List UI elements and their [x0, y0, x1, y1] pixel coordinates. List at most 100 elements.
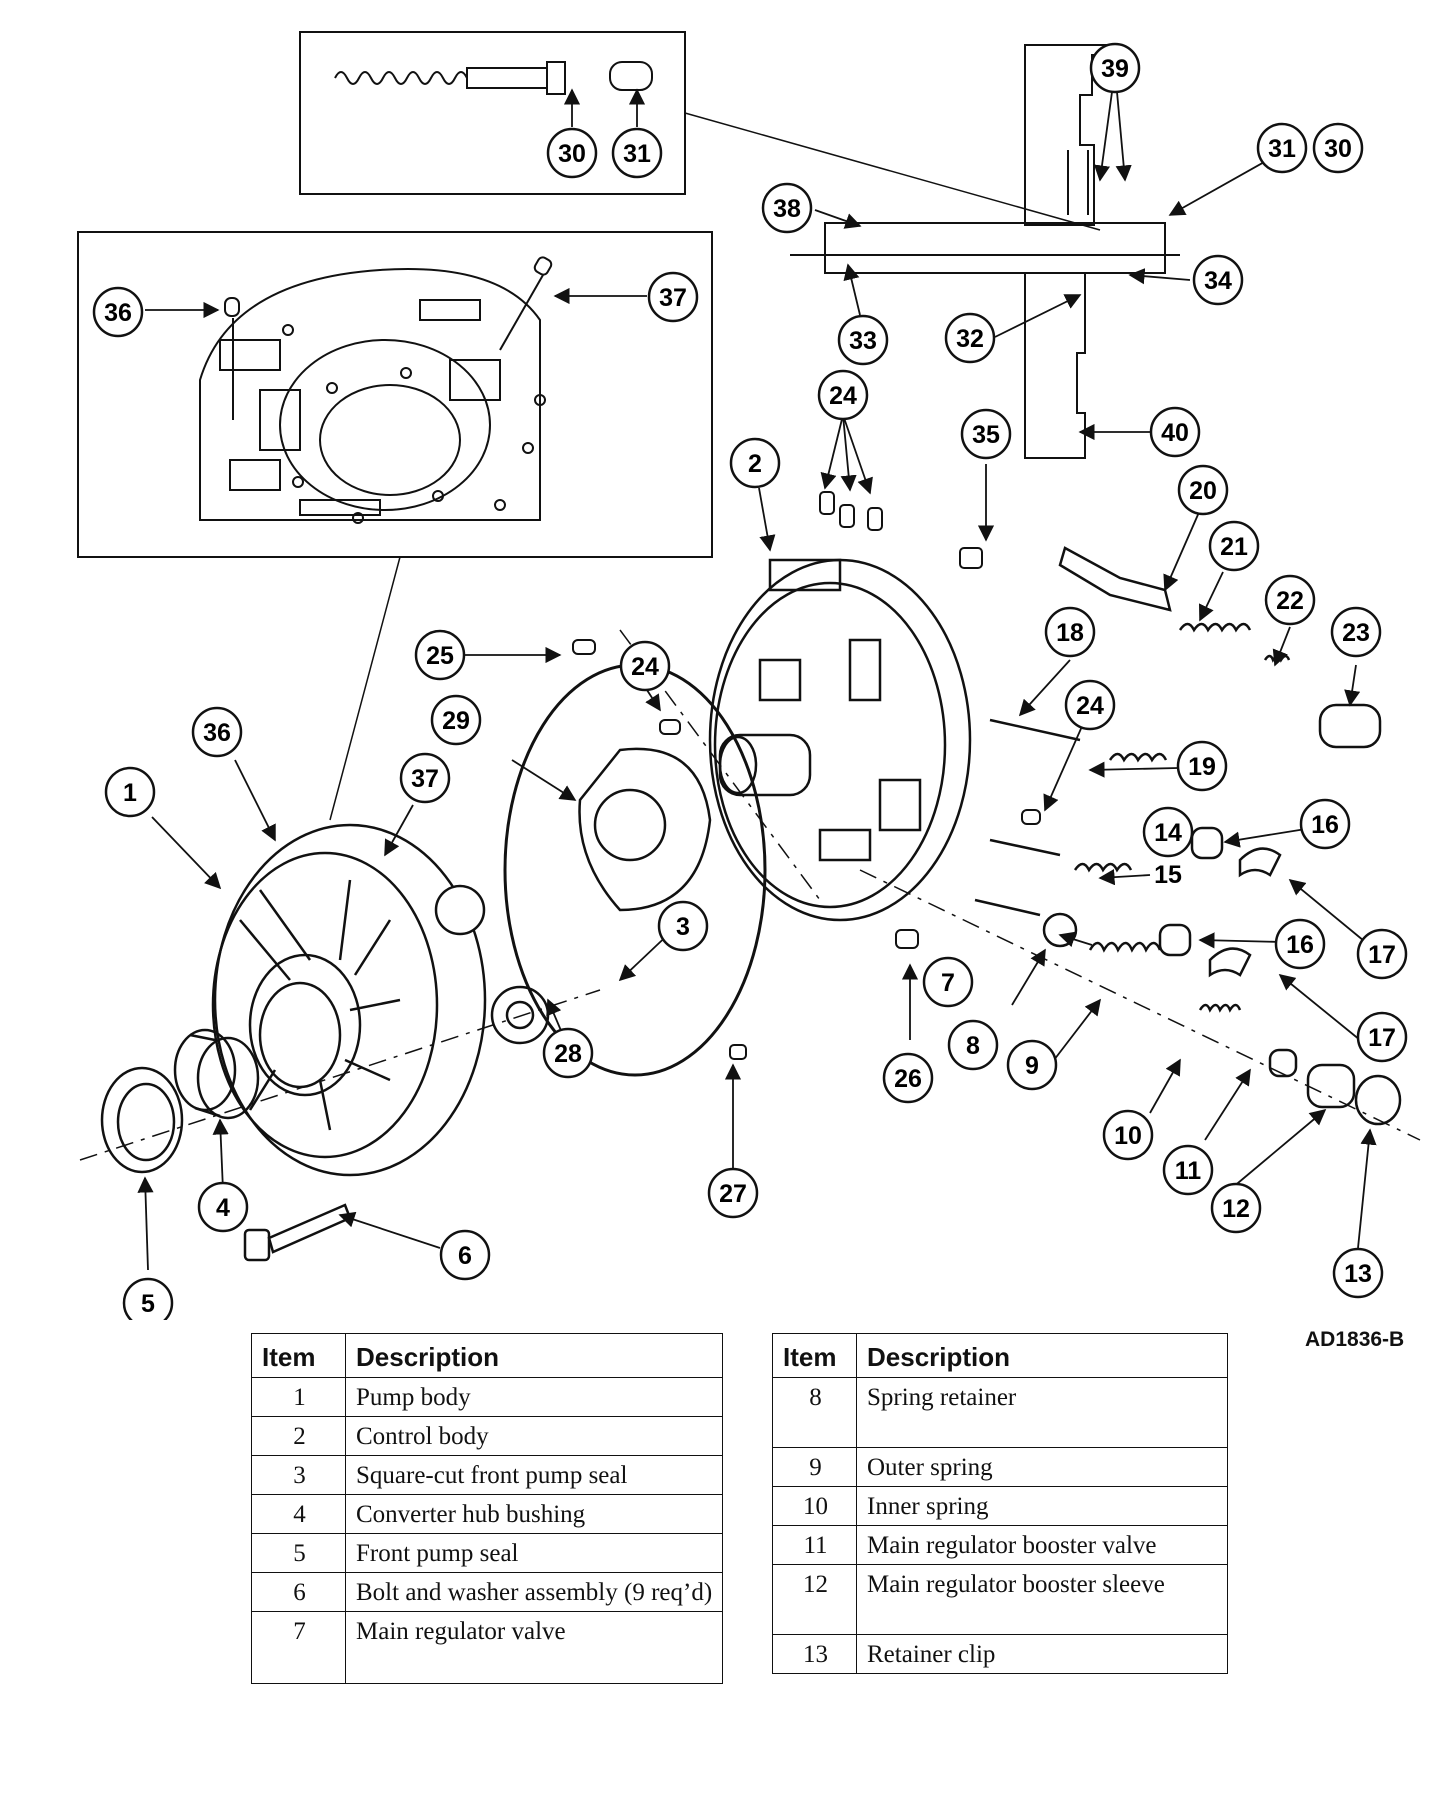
table-header-row: Item Description — [251, 1333, 723, 1378]
callout-39: 39 — [1101, 55, 1129, 83]
callout-6: 6 — [458, 1242, 472, 1270]
column-header-item: Item — [772, 1333, 857, 1378]
callout-4: 4 — [216, 1194, 230, 1222]
callout-31-inset: 31 — [623, 140, 651, 168]
callout-7: 7 — [941, 969, 955, 997]
callout-circle — [882, 1052, 934, 1104]
callout-40: 40 — [1161, 419, 1189, 447]
callout-circle — [191, 706, 243, 758]
item-number: 2 — [251, 1416, 346, 1456]
callout-circle — [104, 766, 156, 818]
callout-circle — [1264, 574, 1316, 626]
callout-21: 21 — [1220, 533, 1248, 561]
callout-circle — [619, 640, 671, 692]
callout-29: 29 — [442, 707, 470, 735]
item-number: 13 — [772, 1634, 857, 1674]
item-number: 9 — [772, 1447, 857, 1487]
callout-circle — [1162, 1144, 1214, 1196]
callout-circle — [729, 437, 781, 489]
callout-circle — [1356, 928, 1408, 980]
callout-circle — [197, 1181, 249, 1233]
callout-circle — [960, 408, 1012, 460]
callout-23: 23 — [1342, 619, 1370, 647]
square-cut-seal — [503, 663, 767, 1077]
callout-38: 38 — [773, 195, 801, 223]
callout-9: 9 — [1025, 1052, 1039, 1080]
exploded-view-diagram: 30 31 39 31 30 38 34 32 33 40 36 37 24 3… — [77, 31, 1421, 1320]
callout-1: 1 — [123, 779, 137, 807]
callout-circle — [1102, 1109, 1154, 1161]
pump-body — [211, 823, 487, 1177]
callout-30-inset: 30 — [558, 140, 586, 168]
table-header-row: Item Description — [772, 1333, 1228, 1378]
callout-circle — [1142, 806, 1194, 858]
item-number: 12 — [772, 1564, 857, 1635]
callout-36: 36 — [203, 719, 231, 747]
callout-circle — [647, 271, 699, 323]
callout-circle — [611, 127, 663, 179]
callout-10: 10 — [1114, 1122, 1142, 1150]
callout-28: 28 — [554, 1040, 582, 1068]
bolt-and-washer — [243, 1203, 352, 1262]
item-number: 1 — [251, 1377, 346, 1417]
callout-circle — [439, 1229, 491, 1281]
figure-code: AD1836-B — [1305, 1328, 1405, 1351]
pump-gears — [490, 747, 712, 1045]
item-description: Bolt and washer assembly (9 req’d) — [345, 1572, 723, 1612]
callout-circle — [761, 182, 813, 234]
callout-circle — [1299, 798, 1351, 850]
callout-circle — [1176, 740, 1228, 792]
callout-14: 14 — [1154, 819, 1182, 847]
callout-circle — [1330, 606, 1382, 658]
callout-circle — [707, 1167, 759, 1219]
valve-train-upper — [989, 546, 1382, 878]
item-description: Converter hub bushing — [345, 1494, 723, 1534]
callout-circle — [414, 629, 466, 681]
callout-24-top: 24 — [829, 382, 857, 410]
callout-16-lower: 16 — [1286, 931, 1314, 959]
item-description: Square-cut front pump seal — [345, 1455, 723, 1495]
callout-circle — [1274, 918, 1326, 970]
callout-5: 5 — [141, 1290, 155, 1318]
callout-18: 18 — [1056, 619, 1084, 647]
callout-circle — [922, 956, 974, 1008]
callout-20: 20 — [1189, 477, 1217, 505]
callout-circle — [122, 1277, 174, 1320]
callout-35: 35 — [972, 421, 1000, 449]
item-number: 6 — [251, 1572, 346, 1612]
item-description: Control body — [345, 1416, 723, 1456]
callout-33: 33 — [849, 327, 877, 355]
callout-circle — [434, 884, 486, 936]
callout-24-mid: 24 — [631, 653, 659, 681]
item-description: Inner spring — [856, 1486, 1228, 1526]
item-description: Retainer clip — [856, 1634, 1228, 1674]
spring-valve-detail — [334, 61, 653, 95]
callout-circle — [1208, 520, 1260, 572]
callout-8: 8 — [966, 1032, 980, 1060]
callout-19: 19 — [1188, 753, 1216, 781]
front-pump-seal — [100, 1066, 184, 1174]
callout-circle — [837, 314, 889, 366]
callout-32: 32 — [956, 325, 984, 353]
callout-circle — [1006, 1039, 1058, 1091]
callout-circle — [1089, 42, 1141, 94]
callout-12: 12 — [1222, 1195, 1250, 1223]
callout-27: 27 — [719, 1180, 747, 1208]
callout-circle — [1256, 122, 1308, 174]
callout-37-inset: 37 — [659, 284, 687, 312]
item-description: Main regulator valve — [345, 1611, 723, 1684]
callout-circle — [947, 1019, 999, 1071]
column-header-item: Item — [251, 1333, 346, 1378]
callout-circle — [817, 369, 869, 421]
callout-circle — [1312, 122, 1364, 174]
item-description: Main regulator booster sleeve — [856, 1564, 1228, 1635]
